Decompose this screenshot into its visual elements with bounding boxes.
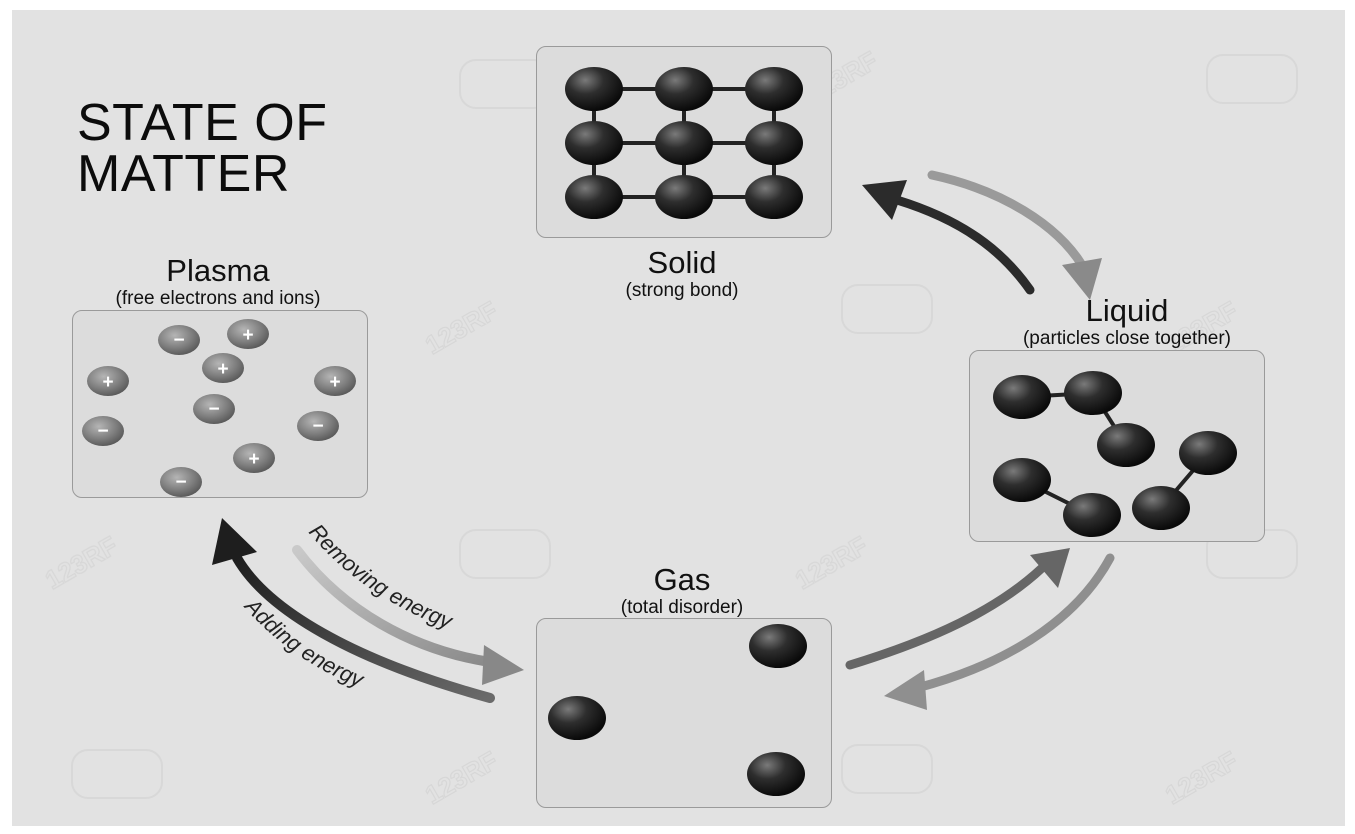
plasma-description: (free electrons and ions): [115, 288, 321, 309]
plus-sign: +: [217, 359, 228, 380]
solid-particle: [745, 121, 803, 165]
plasma-label: Plasma (free electrons and ions): [116, 254, 321, 310]
solid-name: Solid: [647, 245, 717, 280]
liquid-label: Liquid (particles close together): [1023, 294, 1231, 350]
solid-particle: [655, 175, 713, 219]
minus-sign: −: [312, 416, 323, 437]
solid-particle: [655, 67, 713, 111]
solid-label: Solid (strong bond): [625, 246, 738, 302]
title-line-1: STATE OF: [77, 94, 328, 152]
solid-particle: [565, 175, 623, 219]
liquid-particle: [993, 458, 1051, 502]
gas-particle: [548, 696, 606, 740]
gas-particle: [749, 624, 807, 668]
liquid-particle: [1063, 493, 1121, 537]
solid-liquid-arrows: [862, 170, 1102, 300]
negative-ion: [297, 411, 339, 441]
plasma-box: − + + + + − − − + −: [72, 310, 368, 498]
negative-ion: [158, 325, 200, 355]
solid-lattice: [565, 67, 803, 219]
minus-sign: −: [175, 472, 186, 493]
minus-sign: −: [97, 421, 108, 442]
title-line-2: MATTER: [77, 145, 290, 203]
solid-particle: [565, 121, 623, 165]
solid-box: [536, 46, 832, 238]
watermark: 123RF: [790, 530, 873, 595]
positive-ion: [233, 443, 275, 473]
liquid-box: [969, 350, 1265, 542]
liquid-particle: [1064, 371, 1122, 415]
gas-particle: [747, 752, 805, 796]
positive-ion: [202, 353, 244, 383]
watermark: 123RF: [40, 530, 123, 595]
gas-description: (total disorder): [620, 597, 744, 618]
liquid-particle: [1097, 423, 1155, 467]
diagram-canvas: 123RF 123RF 123RF 123RF 123RF 123RF 123R…: [12, 10, 1345, 826]
solid-particle: [745, 67, 803, 111]
liquid-particle: [1132, 486, 1190, 530]
plus-sign: +: [102, 372, 113, 393]
watermark: 123RF: [420, 295, 503, 360]
gas-particles: [548, 624, 807, 796]
watermark-layer: [71, 54, 1298, 799]
gas-name: Gas: [653, 562, 711, 597]
minus-sign: −: [208, 399, 219, 420]
removing-energy-label: Removing energy: [304, 519, 457, 634]
gas-plasma-arrows: Removing energy Adding energy: [212, 518, 524, 703]
watermark: 123RF: [1160, 745, 1243, 810]
liquid-particle: [1179, 431, 1237, 475]
positive-ion: [314, 366, 356, 396]
minus-sign: −: [173, 330, 184, 351]
diagram-title: STATE OF MATTER: [77, 94, 328, 203]
negative-ion: [160, 467, 202, 497]
negative-ion: [193, 394, 235, 424]
gas-box: [536, 618, 832, 808]
solid-particle: [565, 67, 623, 111]
liquid-particles: [993, 371, 1237, 537]
liquid-name: Liquid: [1085, 293, 1169, 328]
plus-sign: +: [242, 325, 253, 346]
positive-ion: [227, 319, 269, 349]
liquid-gas-arrows: [845, 548, 1115, 710]
positive-ion: [87, 366, 129, 396]
plus-sign: +: [248, 449, 259, 470]
liquid-particle: [993, 375, 1051, 419]
solid-particle: [655, 121, 713, 165]
watermark: 123RF: [420, 745, 503, 810]
plasma-name: Plasma: [166, 253, 270, 288]
negative-ion: [82, 416, 124, 446]
liquid-description: (particles close together): [1022, 328, 1232, 349]
solid-particle: [745, 175, 803, 219]
plasma-ions: − + + + + − − − + −: [82, 319, 356, 497]
arrows-layer: 123RF 123RF 123RF 123RF 123RF 123RF 123R…: [39, 45, 1298, 811]
gas-label: Gas (total disorder): [621, 563, 744, 619]
plus-sign: +: [329, 372, 340, 393]
solid-description: (strong bond): [625, 280, 739, 301]
